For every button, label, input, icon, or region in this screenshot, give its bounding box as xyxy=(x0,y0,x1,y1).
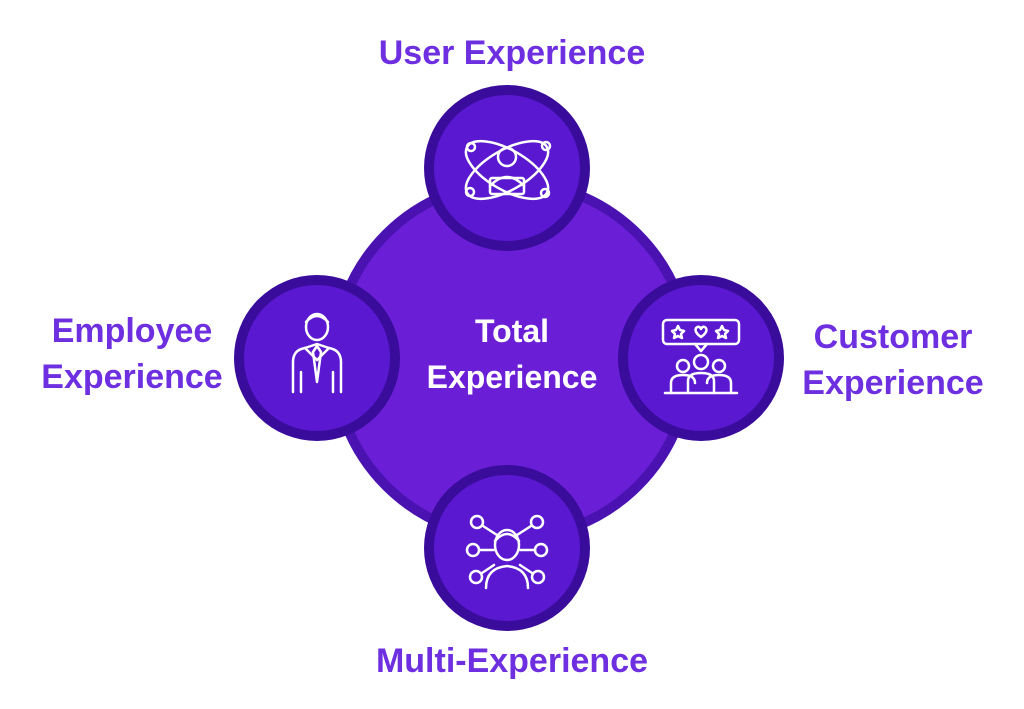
employee-tie-icon xyxy=(291,312,343,394)
label-user-experience-text: User Experience xyxy=(378,34,646,72)
center-title-line1: Total xyxy=(474,313,550,349)
node-employee-experience xyxy=(234,275,400,441)
label-customer-line2: Experience xyxy=(802,364,984,402)
label-multi-experience: Multi-Experience xyxy=(0,638,1024,684)
node-user-experience xyxy=(424,85,590,251)
label-employee-line2: Experience xyxy=(41,358,223,396)
node-customer-experience xyxy=(618,275,784,441)
atom-user-icon xyxy=(464,139,552,201)
label-employee-line1: Employee xyxy=(51,312,213,350)
label-customer-experience: Customer Experience xyxy=(778,314,1008,406)
label-employee-experience: Employee Experience xyxy=(22,308,242,400)
label-multi-experience-text: Multi-Experience xyxy=(375,642,649,680)
customer-reviews-icon xyxy=(661,318,741,395)
node-multi-experience xyxy=(424,465,590,631)
label-customer-line1: Customer xyxy=(813,318,973,356)
center-title-line2: Experience xyxy=(426,359,598,395)
network-person-icon xyxy=(465,514,549,590)
label-user-experience: User Experience xyxy=(0,30,1024,76)
center-title: Total Experience xyxy=(412,308,612,400)
